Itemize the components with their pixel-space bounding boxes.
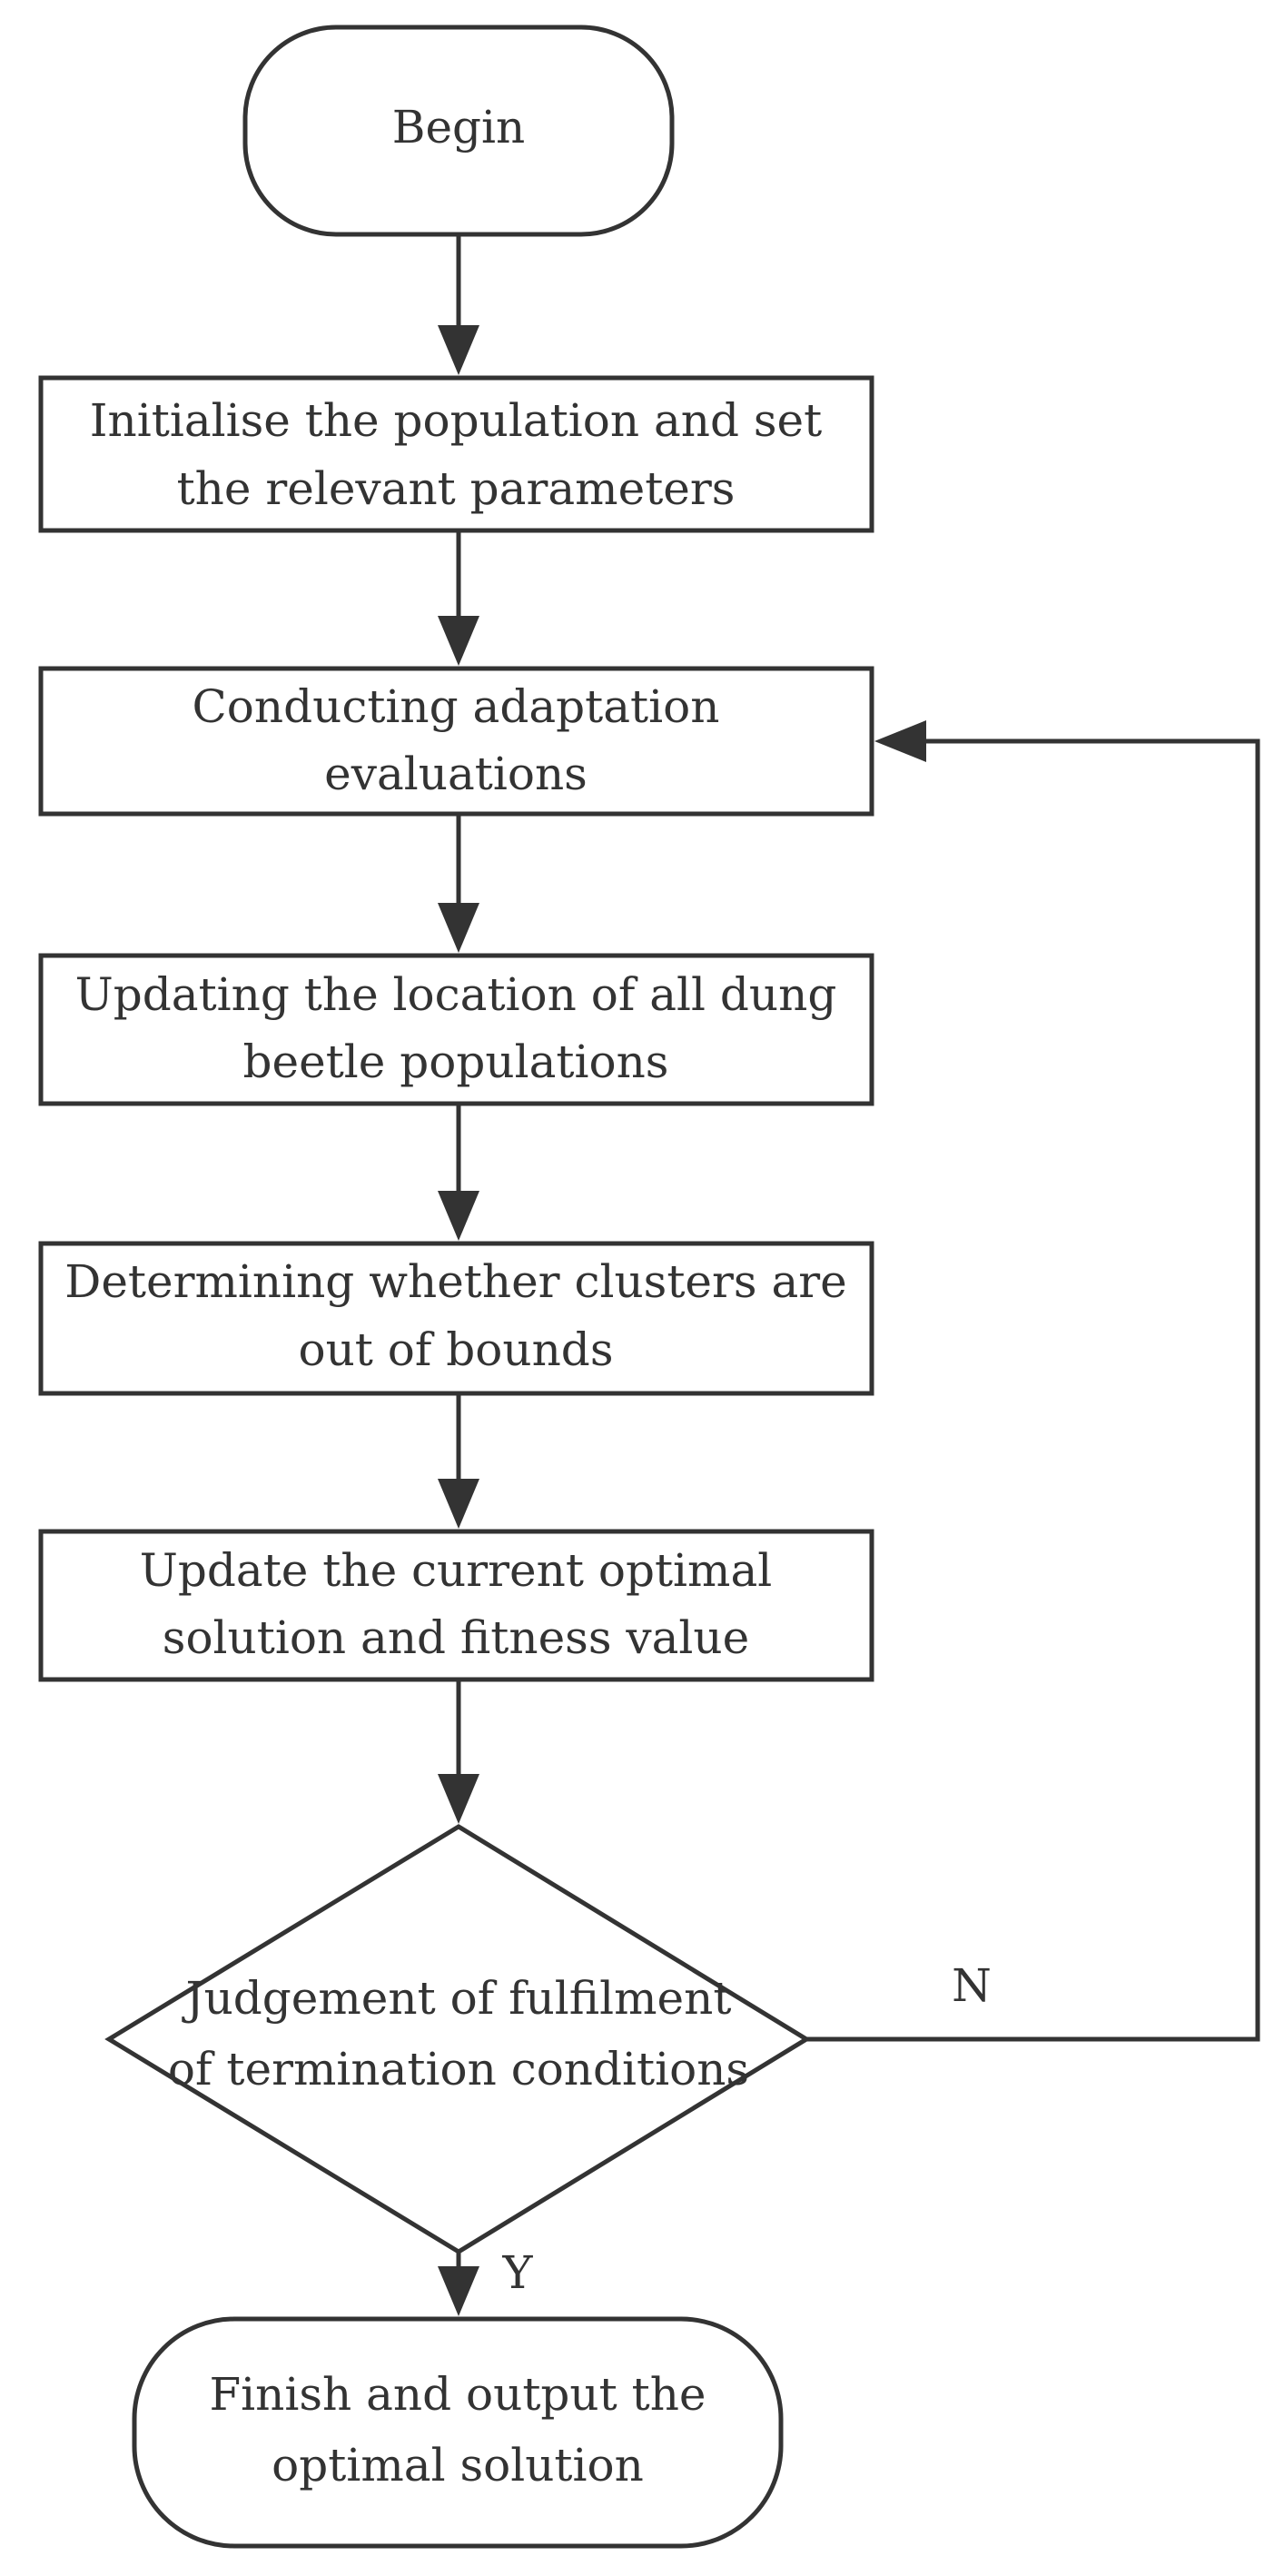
bounds-label-line-2: out of bounds	[299, 1323, 614, 1376]
finish-label-line-1: Finish and output the	[209, 2368, 706, 2421]
connector-decision-no-loop	[806, 738, 1260, 2042]
initialise-label-line-1: Initialise the population and set	[90, 394, 822, 447]
branch-yes-label: Y	[501, 2246, 533, 2299]
bounds-label-line-1: Determining whether clusters are	[64, 1255, 847, 1308]
update-optimal-label-line-1: Update the current optimal	[140, 1544, 773, 1597]
finish-terminator	[132, 2316, 784, 2549]
termination-decision-diamond	[104, 1824, 811, 2254]
begin-label: Begin	[392, 101, 526, 154]
decision-label-line-1: Judgement of fulfilment	[182, 1972, 732, 2025]
arrowhead-loop-to-evaluate	[874, 720, 926, 762]
evaluate-label-line-1: Conducting adaptation	[193, 680, 720, 733]
finish-label-line-2: optimal solution	[272, 2439, 644, 2492]
evaluate-label-line-2: evaluations	[324, 748, 588, 800]
initialise-box	[38, 375, 874, 533]
arrowhead-finish	[438, 2266, 479, 2316]
update-location-box	[38, 953, 874, 1106]
arrowhead-update-location	[438, 903, 479, 953]
arrowhead-initialise	[438, 325, 479, 375]
evaluate-box	[38, 666, 874, 817]
arrowhead-evaluate	[438, 616, 479, 666]
update-optimal-label-line-2: solution and fitness value	[163, 1611, 749, 1664]
update-location-label-line-2: beetle populations	[243, 1035, 669, 1088]
decision-label-line-2: of termination conditions	[168, 2043, 749, 2095]
branch-no-label: N	[952, 1959, 992, 2012]
arrowhead-update-optimal	[438, 1479, 479, 1529]
update-location-label-line-1: Updating the location of all dung	[75, 968, 837, 1021]
arrowhead-bounds	[438, 1191, 479, 1241]
arrowhead-decision	[438, 1774, 479, 1824]
initialise-label-line-2: the relevant parameters	[177, 462, 736, 515]
